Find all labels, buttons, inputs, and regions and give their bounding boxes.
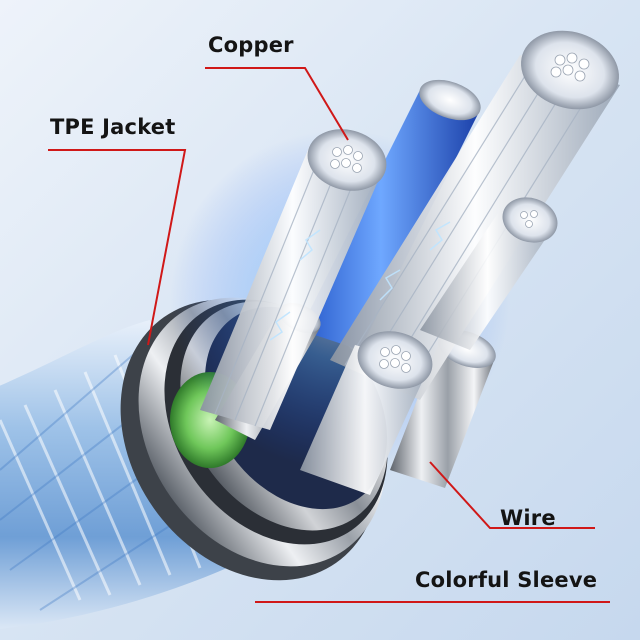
- electric-sparks: [269, 221, 451, 341]
- wire-label: Wire: [500, 506, 556, 530]
- copper-leader-line: [205, 67, 349, 141]
- wire-leader-line: [429, 461, 595, 529]
- tpe-jacket-leader-line: [48, 149, 187, 346]
- copper-strands: [200, 30, 620, 495]
- leader-lines: [48, 67, 610, 603]
- strand-ends: [330, 52, 590, 373]
- colorful-sleeve-label: Colorful Sleeve: [415, 568, 598, 592]
- copper-label: Copper: [208, 33, 294, 57]
- tpe-jacket-label: TPE Jacket: [50, 115, 176, 139]
